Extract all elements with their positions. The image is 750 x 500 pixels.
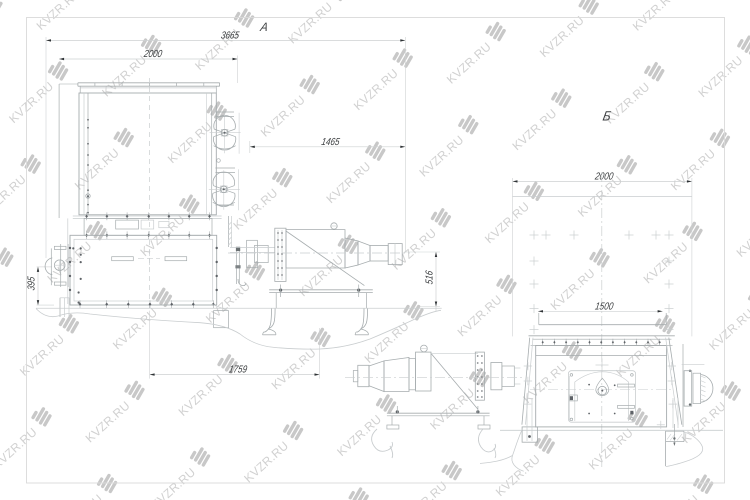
svg-text:2000: 2000 — [593, 171, 615, 182]
svg-text:1465: 1465 — [321, 136, 342, 147]
svg-text:2000: 2000 — [142, 48, 164, 59]
svg-text:1500: 1500 — [594, 301, 615, 312]
svg-text:395: 395 — [26, 275, 37, 291]
svg-text:Б: Б — [601, 108, 612, 124]
svg-text:516: 516 — [424, 269, 435, 285]
svg-text:3665: 3665 — [220, 30, 241, 41]
svg-text:1759: 1759 — [228, 364, 248, 375]
svg-text:А: А — [258, 21, 269, 35]
